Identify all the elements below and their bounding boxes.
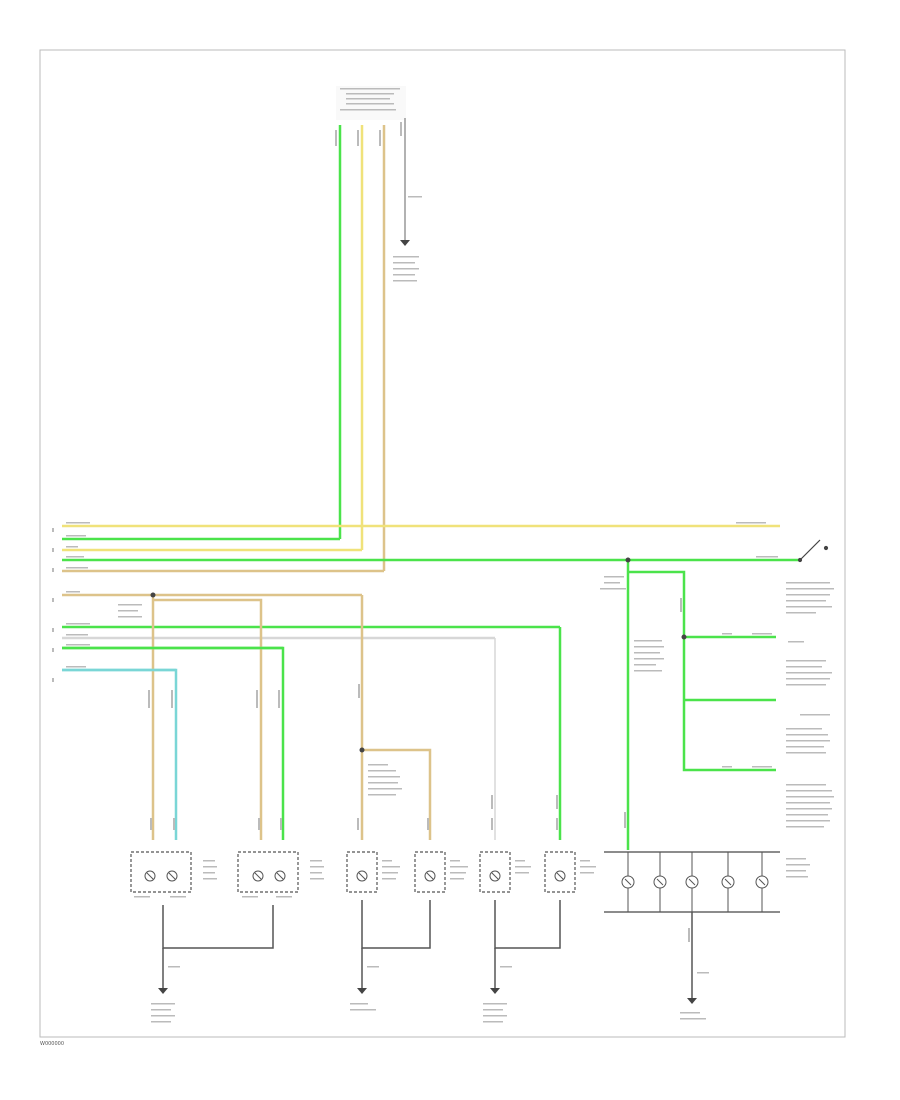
- center-right-lamp-housing-1: [479, 851, 531, 893]
- center-right-lamp-wires: [494, 627, 562, 840]
- center-left-lamp-housing-1: [346, 851, 400, 893]
- right-lamp-module: [604, 851, 810, 913]
- bus-wire-labels: [52, 522, 778, 682]
- center-right-pin-labels: [491, 795, 558, 830]
- page-code: W000000: [40, 1041, 65, 1047]
- switch-symbol: [797, 539, 829, 563]
- ground-left: [151, 905, 274, 1023]
- left-lamp-wires: [62, 595, 285, 840]
- splice-left-label: [118, 604, 142, 618]
- diagram-border: [39, 49, 846, 1038]
- ground-center-right: [483, 900, 561, 1023]
- right-branch-labels: [600, 576, 772, 828]
- right-label-block-1: [786, 582, 834, 614]
- left-lamp-housing-2: [237, 851, 324, 898]
- top-module-wires: [338, 118, 406, 571]
- center-right-lamp-housing-2: [544, 851, 596, 893]
- splice-center-label: [357, 684, 429, 830]
- ground-symbol-top: [393, 240, 419, 282]
- right-label-block-2: [786, 641, 832, 686]
- center-left-lamp-housing-2: [414, 851, 468, 893]
- right-label-block-3: [786, 714, 830, 754]
- ground-center: [350, 900, 431, 1011]
- ground-right: [680, 912, 709, 1020]
- top-module-connector: [336, 86, 406, 120]
- right-branch-wires: [626, 560, 776, 850]
- splice-left: [150, 592, 156, 598]
- splice-center: [359, 747, 365, 753]
- left-lamp-housing-1: [130, 851, 217, 898]
- center-left-lamp-wires: [360, 595, 432, 840]
- splice-right-branch: [681, 634, 687, 640]
- left-lamp-pin-labels: [148, 690, 282, 830]
- top-module-pin-labels: [335, 122, 422, 198]
- splice-right-top: [625, 557, 631, 563]
- bus-wires: [62, 524, 800, 672]
- right-label-block-4: [786, 784, 834, 828]
